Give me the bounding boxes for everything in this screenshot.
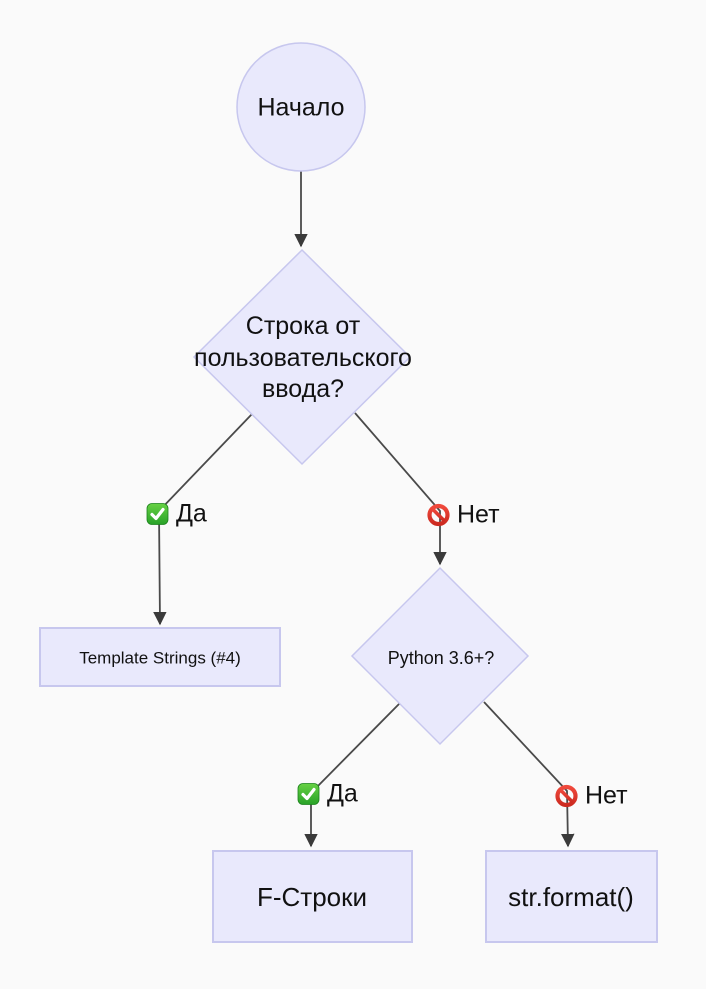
edge-decision-input-no <box>354 412 447 566</box>
check-mark-button-icon <box>146 503 169 525</box>
check-mark-button-icon <box>297 783 320 805</box>
node-decision-input-diamond <box>192 248 412 466</box>
edge-label-yes-2: Да <box>297 780 358 809</box>
node-template-strings-label: Template Strings (#4) <box>79 648 241 668</box>
edge-decision-python-no <box>483 701 575 848</box>
edge-label-text: Да <box>327 779 358 808</box>
node-f-strings-label: F-Строки <box>256 881 368 912</box>
edge-label-yes-1: Да <box>146 500 207 529</box>
prohibited-icon <box>555 784 578 808</box>
edge-label-text: Нет <box>457 500 500 529</box>
prohibited-icon <box>427 503 450 527</box>
node-decision-python-label: Python 3.6+? <box>387 647 495 668</box>
node-str-format <box>485 850 658 943</box>
node-template-strings <box>39 627 281 687</box>
node-f-strings <box>212 850 413 943</box>
edge-label-no-2: Нет <box>555 782 628 811</box>
edge-label-no-1: Нет <box>427 501 500 530</box>
edge-decision-python-yes <box>304 702 401 848</box>
node-decision-python-diamond <box>350 566 530 746</box>
node-str-format-label: str.format() <box>508 881 634 912</box>
edge-label-text: Нет <box>585 781 628 810</box>
node-decision-input-label: Строка от пользовательского ввода? <box>194 311 412 403</box>
node-start-circle <box>236 42 366 172</box>
edge-label-text: Да <box>176 499 207 528</box>
node-start-label: Начало <box>257 93 345 122</box>
